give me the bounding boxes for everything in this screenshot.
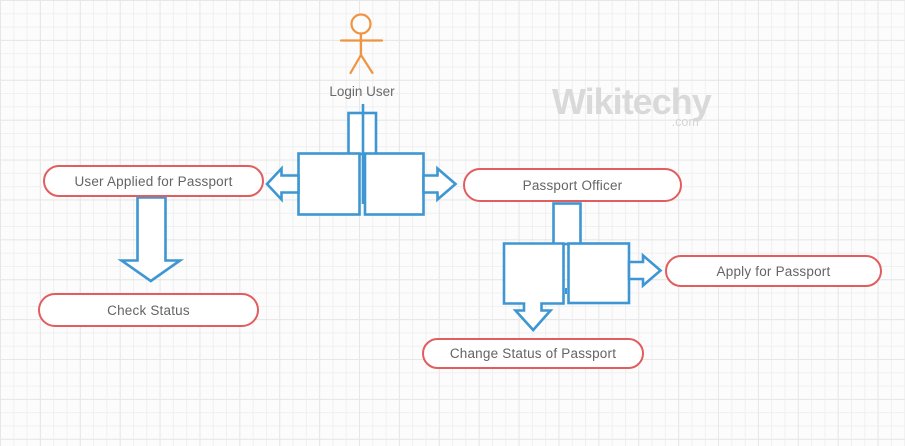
node-change-status-of-passport: Change Status of Passport (422, 338, 644, 369)
node-label: Check Status (107, 302, 190, 318)
arrow-down-big-icon (117, 196, 185, 283)
arrow-left-icon (265, 165, 300, 203)
node-label: Passport Officer (522, 177, 623, 193)
node-passport-officer: Passport Officer (463, 168, 682, 202)
node-label: User Applied for Passport (74, 173, 233, 189)
logo-domain-text: .com (671, 114, 699, 129)
actor-label: Login User (329, 84, 395, 99)
lower-right-square (567, 242, 631, 305)
wikitechy-logo: Wikitechy .com (552, 81, 712, 128)
node-label: Apply for Passport (716, 263, 831, 279)
upper-connector-shapes (265, 104, 458, 216)
node-label: Change Status of Passport (449, 346, 617, 361)
arrow-right-icon (422, 165, 458, 203)
upper-right-square (363, 152, 425, 216)
node-apply-for-passport: Apply for Passport (665, 255, 882, 287)
lower-connector-shapes (502, 202, 663, 332)
node-user-applied-for-passport: User Applied for Passport (43, 165, 264, 197)
lower-stem-rect (552, 202, 582, 246)
upper-left-square (297, 152, 361, 216)
node-check-status: Check Status (38, 293, 259, 327)
lower-left-square-with-down-arrow-icon (502, 242, 565, 332)
arrow-right-small-icon (627, 252, 663, 289)
actor-stick-figure-icon (339, 13, 384, 75)
logo-brand-text: Wikitechy (552, 81, 712, 122)
